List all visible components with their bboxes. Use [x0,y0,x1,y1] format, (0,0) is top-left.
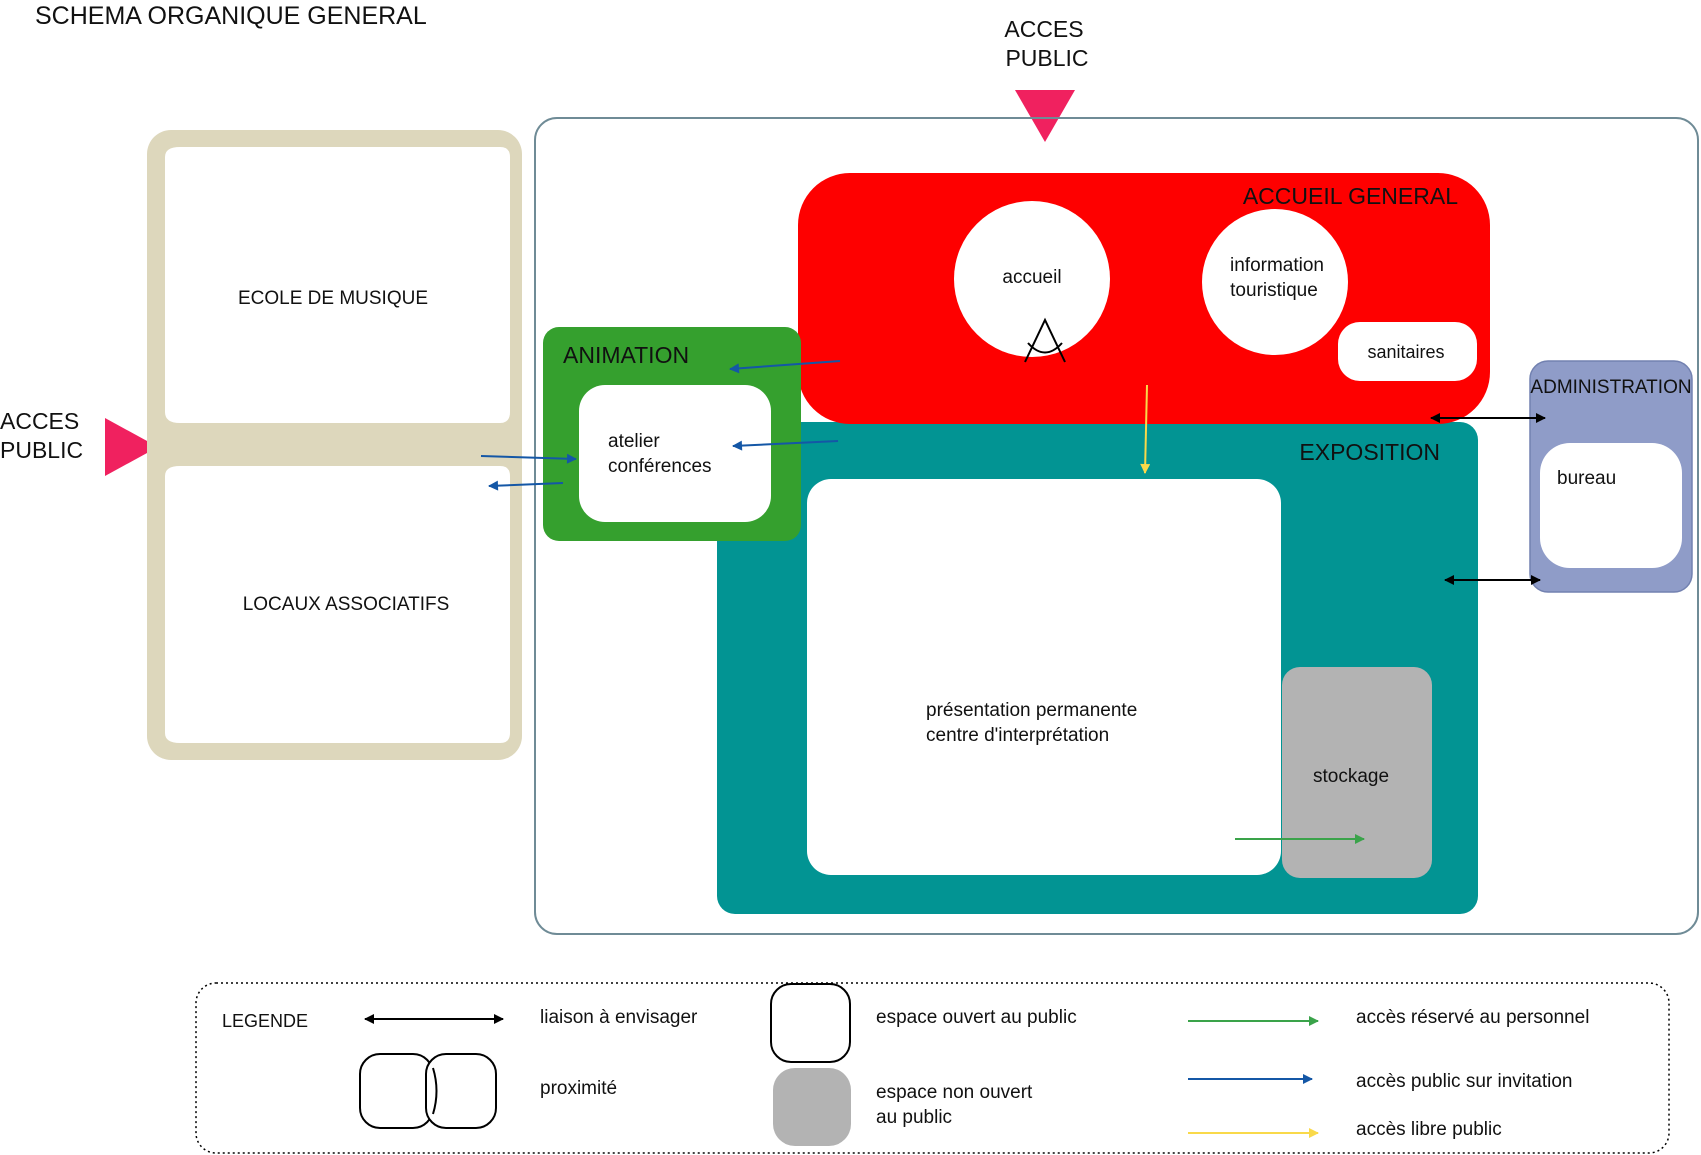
legend-espace-ouvert-icon [770,983,851,1063]
legend-proximite-label: proximité [540,1078,617,1099]
acces-top-marker [1015,90,1075,142]
sanitaires-room [1338,322,1477,381]
information-line2: touristique [1230,280,1318,301]
legend-box [195,982,1670,1154]
stockage-room [1282,667,1432,878]
legend-espace-non-ouvert-line1: espace non ouvert [876,1082,1033,1103]
libre-arrow-accueil-exposition [1140,384,1151,474]
invitation-arrow-to-atelier [480,453,577,464]
legend-title: LEGENDE [222,1011,308,1031]
legend-invitation-label: accès public sur invitation [1356,1071,1573,1092]
legend-espace-non-ouvert-icon [773,1068,851,1146]
accueil-label: accueil [1002,267,1061,288]
acces-top-line2: PUBLIC [1005,45,1088,71]
legend-espace-non-ouvert-line2: au public [876,1107,952,1128]
invitation-arrow-to-associatif [488,480,564,491]
presentation-line1: présentation permanente [926,700,1137,721]
main-building-frame [534,117,1699,935]
accueil-general-title: ACCUEIL GENERAL [1243,183,1458,209]
exposition-title: EXPOSITION [1299,439,1440,465]
reception-desk-icon [1024,317,1066,363]
atelier-conferences-room [579,385,771,522]
administration-title: ADMINISTRATION [1530,377,1691,398]
presentation-permanente-room [807,479,1281,875]
stockage-label: stockage [1313,766,1389,787]
sanitaires-label: sanitaires [1367,342,1444,362]
information-touristique-circle [1202,209,1348,355]
presentation-line2: centre d'interprétation [926,725,1109,746]
diagram-title: SCHEMA ORGANIQUE GENERAL [35,2,427,30]
invitation-arrow-accueil-animation [729,360,841,374]
acces-left-line1: ACCES [0,408,79,434]
atelier-line1: atelier [608,431,660,452]
ecole-de-musique-label: ECOLE DE MUSIQUE [238,288,428,309]
accueil-circle [954,201,1110,357]
bureau-room [1540,443,1682,568]
invitation-arrow-exposition-atelier [732,440,839,451]
acces-left-marker [105,418,158,476]
accueil-general-zone [798,173,1490,424]
ecole-de-musique-room [165,147,510,423]
animation-title: ANIMATION [563,342,689,368]
legend-proximite-icon [359,1053,497,1129]
bureau-label: bureau [1557,468,1616,489]
atelier-line2: conférences [608,456,712,477]
legend-personnel-label: accès réservé au personnel [1356,1007,1589,1028]
locaux-associatifs-room [165,466,510,743]
legend-libre-label: accès libre public [1356,1119,1502,1140]
legend-espace-ouvert-label: espace ouvert au public [876,1007,1077,1028]
locaux-associatifs-label: LOCAUX ASSOCIATIFS [243,594,450,615]
acces-left-line2: PUBLIC [0,437,83,463]
legend-liaison-label: liaison à envisager [540,1007,698,1028]
information-line1: information [1230,255,1324,276]
acces-top-line1: ACCES [1004,16,1083,42]
